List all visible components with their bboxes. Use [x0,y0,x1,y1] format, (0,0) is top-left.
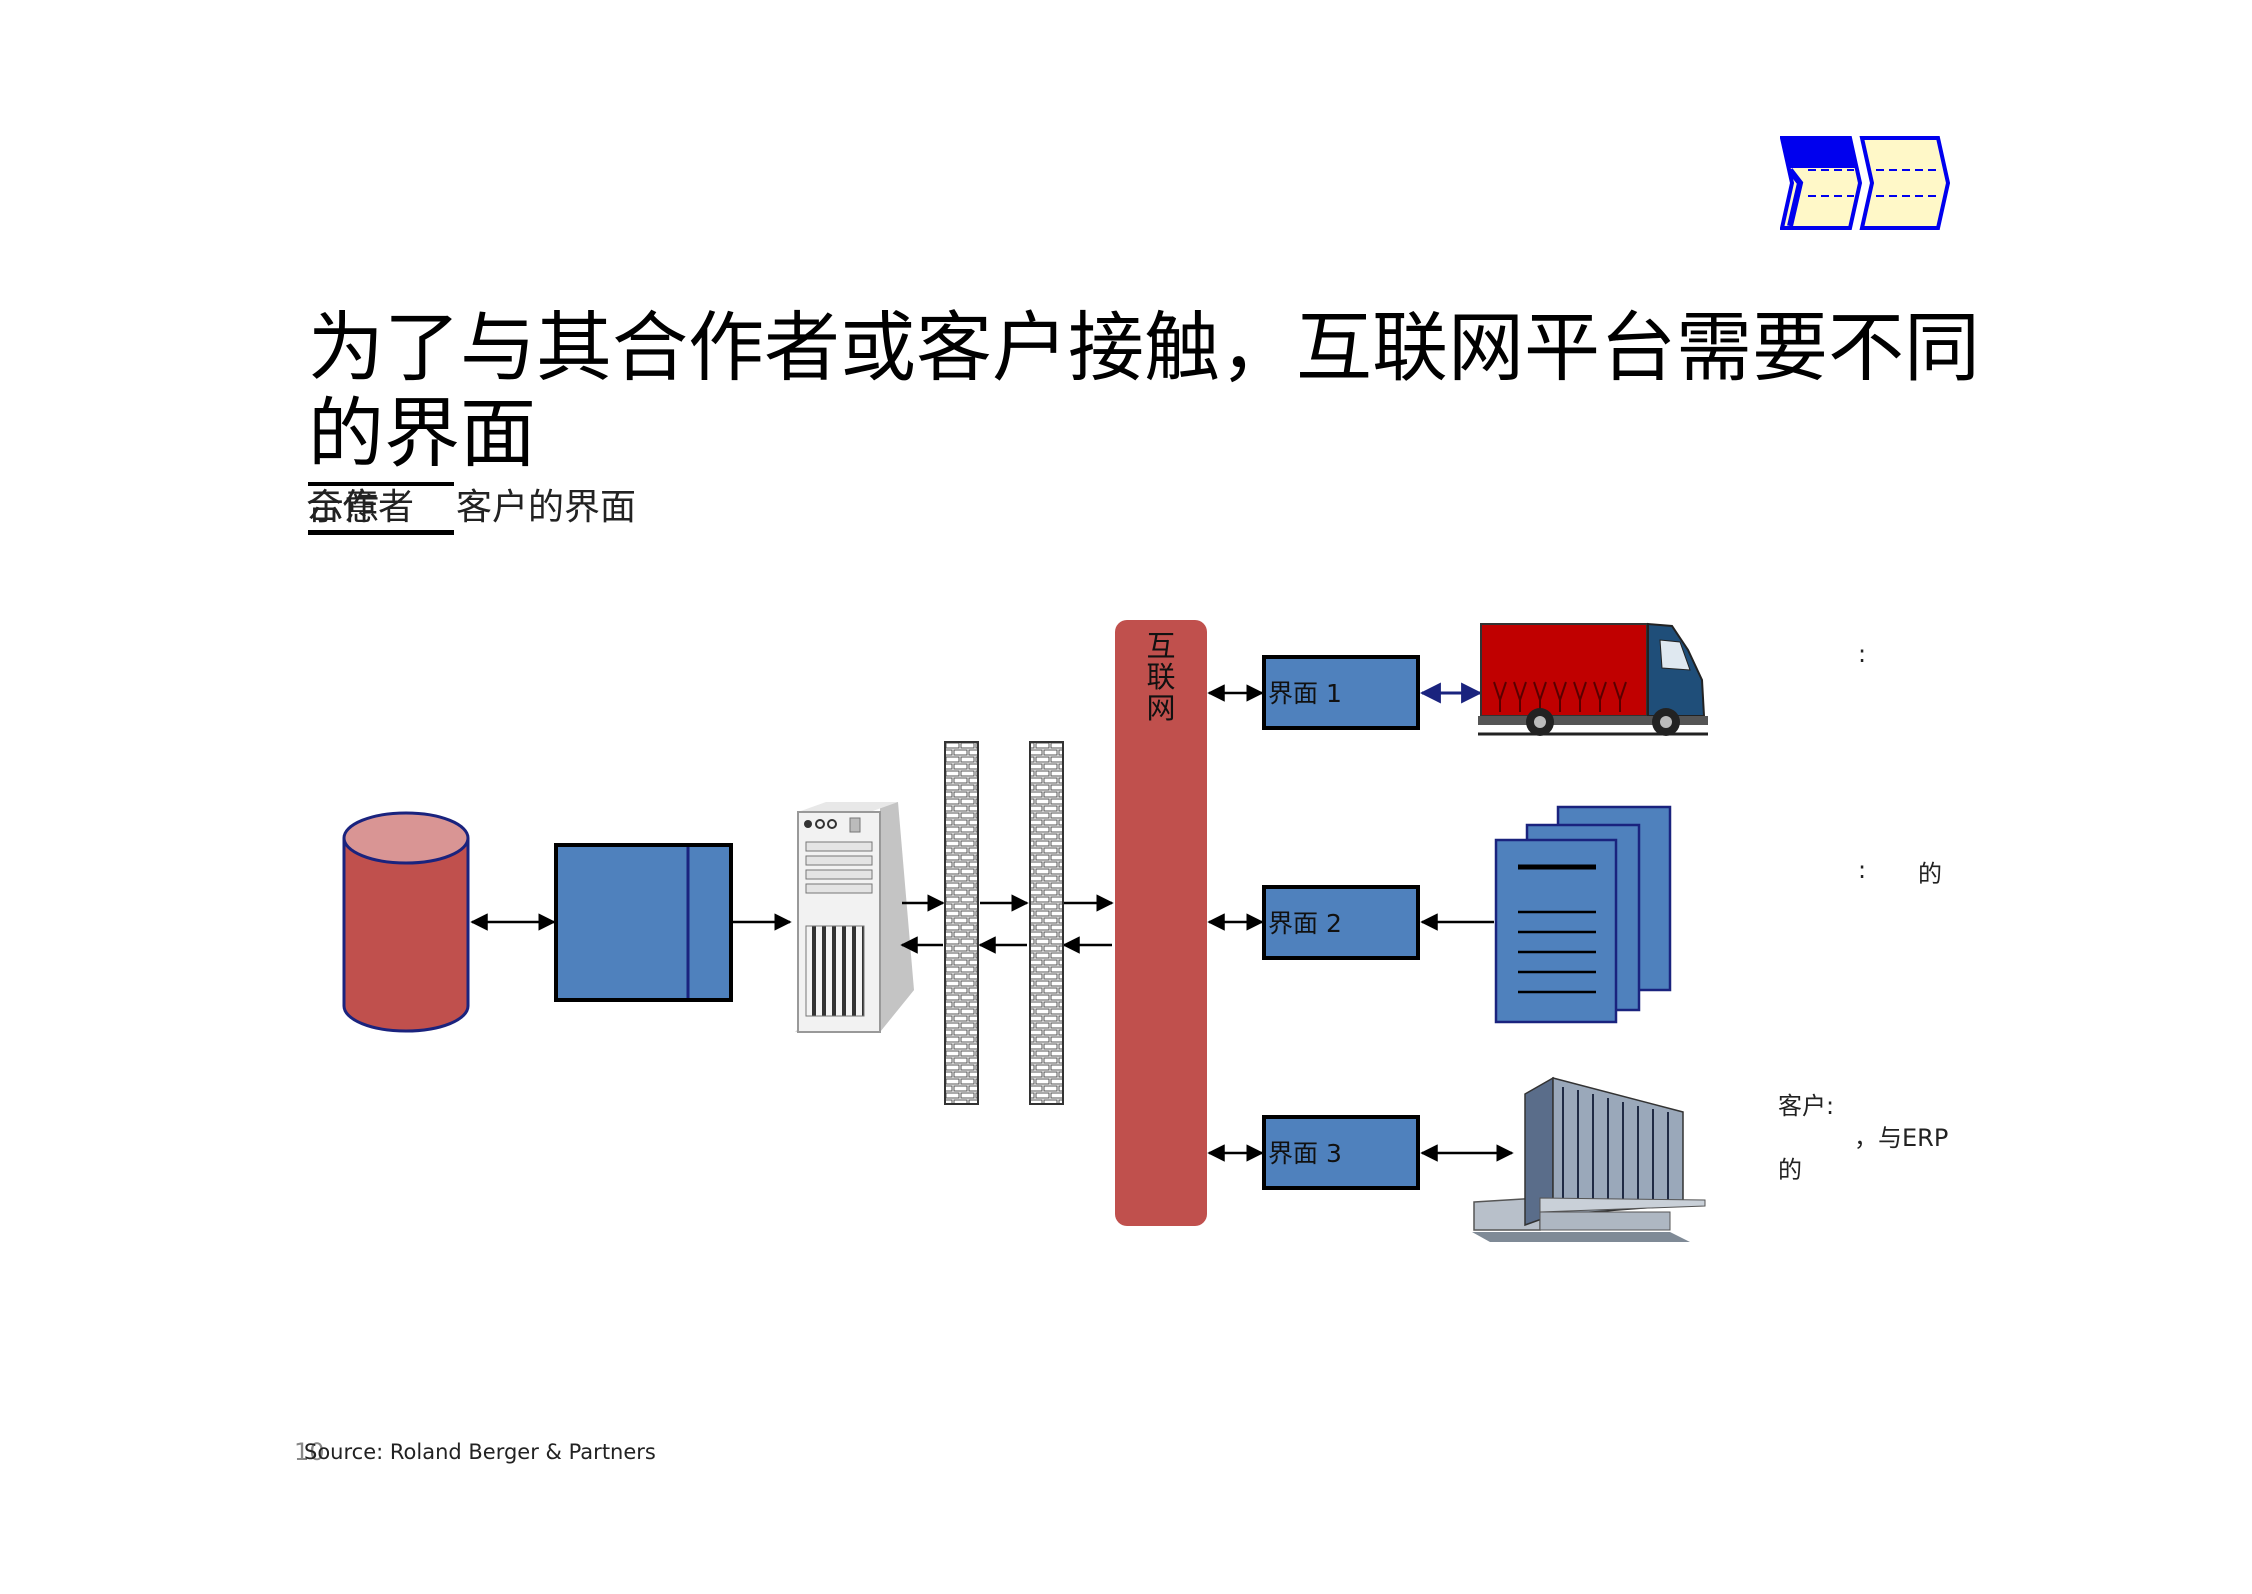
internet-label-1: 互 [1146,629,1175,663]
interface-3-box [1262,1115,1420,1190]
subtitle-left: 示意 [308,487,381,528]
subtitle-rule-top [308,482,454,486]
note-docs-de: 的 [1918,860,1942,888]
internet-label-3: 网 [1146,691,1175,725]
interface-2-box [1262,885,1420,960]
subtitle-overlap: 合作者 [306,487,415,528]
source-note: Source: Roland Berger & Partners [304,1440,656,1464]
firewall-1 [944,741,979,1105]
page-title: 为了与其合作者或客户接触，互联网平台需要不同的界面 [308,303,1980,478]
subtitle-rule-bottom [308,530,454,535]
building-icon [1472,1076,1706,1242]
interface-3-label: 界面 3 [1268,1139,1342,1168]
server-icon [795,802,914,1033]
interface-2-label: 界面 2 [1268,909,1342,938]
internet-bar [1115,620,1207,1226]
page-number: 10 [294,1438,325,1466]
interface-1-box [1262,655,1420,730]
note-erp-de: 的 [1778,1156,1802,1184]
application-box [554,843,733,1002]
subtitle-right: 客户的界面 [456,487,637,528]
internet-label-2: 联 [1146,660,1175,694]
documents-icon [1494,805,1672,1024]
truck-icon [1478,622,1708,736]
logo-icon [1780,136,1950,230]
note-docs-colon: : [1858,856,1867,884]
note-truck: : [1858,640,1867,668]
note-customer: 客户: [1778,1092,1835,1120]
interface-1-label: 界面 1 [1268,679,1342,708]
database-icon [342,811,470,1033]
note-erp: ，与ERP [1854,1124,1949,1152]
firewall-2 [1029,741,1064,1105]
